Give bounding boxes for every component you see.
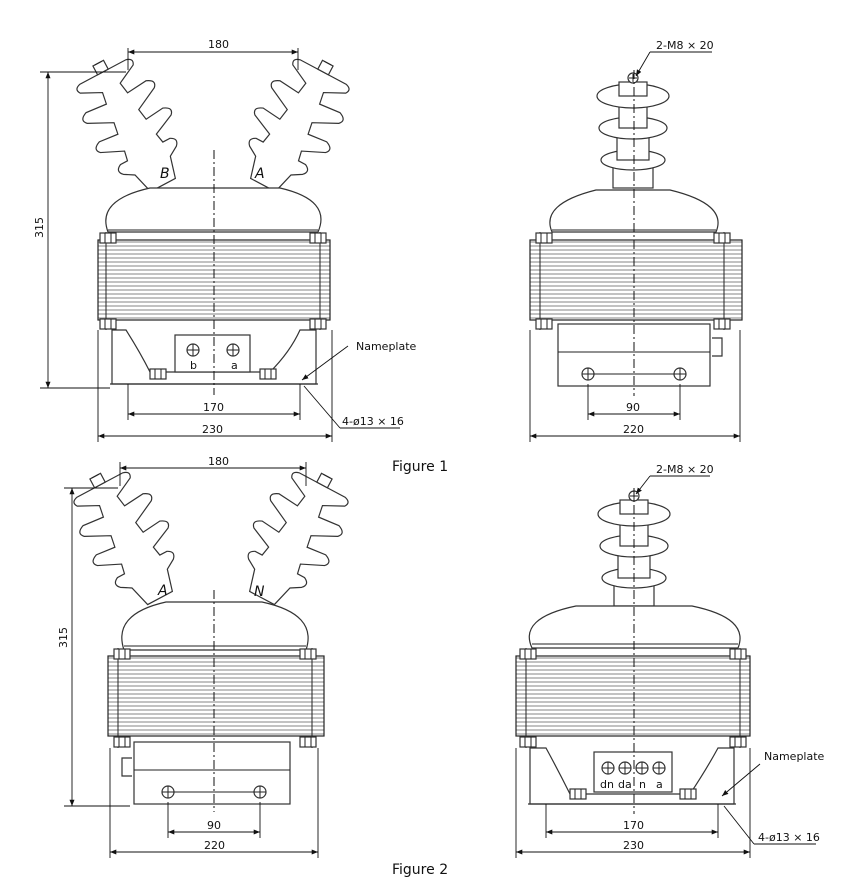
figure2-caption: Figure 2 [392,862,448,878]
fig2-dim-170: 170 [623,819,644,832]
fig2-dim-90: 90 [207,819,221,832]
figure1-caption: Figure 1 [392,459,448,475]
fig1-nameplate-label: Nameplate [356,340,417,353]
fig1-label-a: A [254,166,265,182]
fig2-label-n: N [254,584,265,600]
fig1-insulator-b [60,42,201,206]
fig1-dim-230: 230 [202,423,223,436]
fig2-side-view: dn da n a 2-M8 × 20 170 230 Nameplate 4-… [515,463,825,858]
fig1-terminal-b: b [190,359,197,372]
fig2-label-a: A [157,583,168,599]
fig1-bolt-label: 2-M8 × 20 [656,39,714,52]
fig2-terminal-n: n [639,778,646,791]
fig2-terminal-dn: dn [600,778,614,791]
fig1-dim-220: 220 [623,423,644,436]
fig1-dim-90: 90 [626,401,640,414]
fig2-bolt-label: 2-M8 × 20 [656,463,714,476]
fig2-insulator-n [224,455,365,619]
fig1-front-view: B A b a 180 315 170 [33,38,417,442]
fig2-holes-label: 4-ø13 × 16 [758,831,820,844]
fig1-side-view: 2-M8 × 20 90 220 [529,39,743,442]
fig2-front-view: A N 180 315 90 220 [57,455,365,858]
fig2-terminal-a: a [656,778,663,791]
fig1-dim-180: 180 [208,38,229,51]
fig1-label-b: B [160,166,170,182]
fig2-dim-220: 220 [204,839,225,852]
fig1-top-cap [105,187,322,233]
fig1-holes-label: 4-ø13 × 16 [342,415,404,428]
fig2-dim-180: 180 [208,455,229,468]
fig2-nameplate-label: Nameplate [764,750,825,763]
fig2-insulator-a [57,455,198,619]
fig2-dim-315: 315 [57,627,70,648]
fig1-dim-315: 315 [33,217,46,238]
fig1-terminal-box [174,334,251,373]
fig1-dim-170: 170 [203,401,224,414]
fig1-insulator-a [225,42,366,206]
fig2-dim-230: 230 [623,839,644,852]
fig2-terminal-da: da [618,778,632,791]
fig1-terminal-a: a [231,359,238,372]
